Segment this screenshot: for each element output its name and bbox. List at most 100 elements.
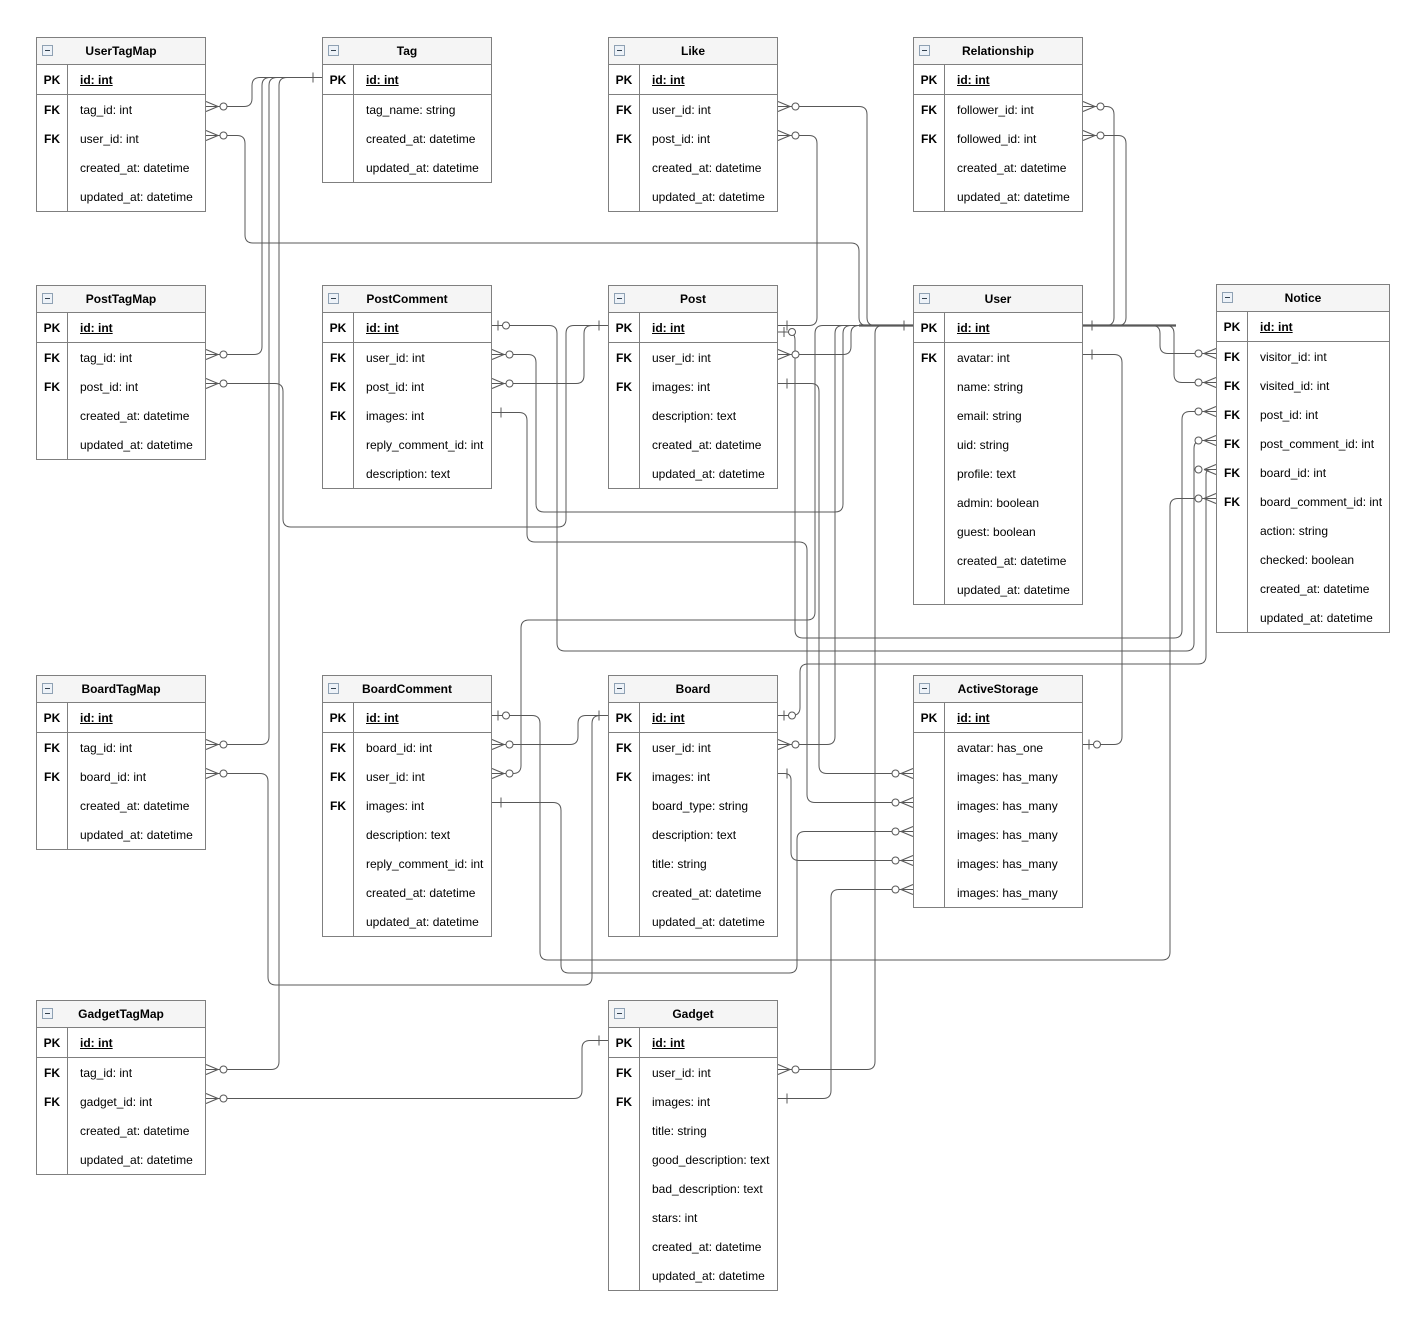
field-row[interactable]: name: string — [914, 372, 1082, 401]
field-row[interactable]: created_at: datetime — [914, 546, 1082, 575]
table-header[interactable]: Relationship — [914, 38, 1082, 65]
field-row[interactable]: created_at: datetime — [37, 153, 205, 182]
collapse-icon[interactable] — [42, 293, 53, 304]
field-row[interactable]: updated_at: datetime — [323, 153, 491, 182]
connector-postcomment-images--activestorage-images_2[interactable] — [492, 412, 913, 803]
field-row[interactable]: created_at: datetime — [323, 124, 491, 153]
field-row[interactable]: reply_comment_id: int — [323, 849, 491, 878]
table-header[interactable]: Like — [609, 38, 777, 65]
collapse-icon[interactable] — [614, 683, 625, 694]
field-row[interactable]: bad_description: text — [609, 1174, 777, 1203]
connector-boardcomment-id--notice-board_comment_id[interactable] — [492, 498, 1216, 961]
collapse-icon[interactable] — [1222, 292, 1233, 303]
field-row[interactable]: description: text — [323, 820, 491, 849]
collapse-icon[interactable] — [42, 1008, 53, 1019]
field-row[interactable]: profile: text — [914, 459, 1082, 488]
collapse-icon[interactable] — [328, 683, 339, 694]
field-row[interactable]: tag_name: string — [323, 95, 491, 124]
collapse-icon[interactable] — [614, 1008, 625, 1019]
table-header[interactable]: BoardTagMap — [37, 676, 205, 703]
field-row[interactable]: images: has_many — [914, 791, 1082, 820]
collapse-icon[interactable] — [614, 45, 625, 56]
collapse-icon[interactable] — [328, 45, 339, 56]
field-row[interactable]: updated_at: datetime — [323, 907, 491, 936]
connector-user-avatar--activestorage-avatar[interactable] — [1083, 354, 1123, 745]
field-row[interactable]: title: string — [609, 849, 777, 878]
field-row[interactable]: reply_comment_id: int — [323, 430, 491, 459]
field-row[interactable]: updated_at: datetime — [914, 182, 1082, 211]
field-row[interactable]: description: text — [609, 401, 777, 430]
connector-gadgettagmap-tag_id--tag-id[interactable] — [206, 77, 322, 1070]
field-row[interactable]: created_at: datetime — [609, 153, 777, 182]
field-row[interactable]: updated_at: datetime — [609, 1261, 777, 1290]
field-row[interactable]: updated_at: datetime — [37, 182, 205, 211]
field-row[interactable]: created_at: datetime — [323, 878, 491, 907]
field-row[interactable]: title: string — [609, 1116, 777, 1145]
table-header[interactable]: ActiveStorage — [914, 676, 1082, 703]
field-row[interactable]: updated_at: datetime — [914, 575, 1082, 604]
table-header[interactable]: Tag — [323, 38, 491, 65]
connector-gadgettagmap-gadget_id--gadget-id[interactable] — [206, 1040, 608, 1099]
field-row[interactable]: description: text — [323, 459, 491, 488]
field-row[interactable]: updated_at: datetime — [1217, 603, 1389, 632]
table-header[interactable]: BoardComment — [323, 676, 491, 703]
field-row[interactable]: created_at: datetime — [37, 791, 205, 820]
field-row[interactable]: board_type: string — [609, 791, 777, 820]
connector-like-post_id--post-id[interactable] — [778, 135, 818, 326]
field-row[interactable]: updated_at: datetime — [609, 182, 777, 211]
field-row[interactable]: created_at: datetime — [914, 153, 1082, 182]
collapse-icon[interactable] — [919, 293, 930, 304]
field-row[interactable]: images: has_many — [914, 762, 1082, 791]
field-row[interactable]: stars: int — [609, 1203, 777, 1232]
field-row[interactable]: updated_at: datetime — [37, 1145, 205, 1174]
field-row[interactable]: images: has_many — [914, 849, 1082, 878]
field-row[interactable]: uid: string — [914, 430, 1082, 459]
connector-postcomment-user_id--user-id[interactable] — [492, 325, 913, 513]
connector-posttagmap-tag_id--tag-id[interactable] — [206, 77, 322, 355]
field-row[interactable]: created_at: datetime — [609, 878, 777, 907]
field-row[interactable]: images: has_many — [914, 878, 1082, 907]
collapse-icon[interactable] — [42, 45, 53, 56]
field-row[interactable]: created_at: datetime — [1217, 574, 1389, 603]
table-header[interactable]: Post — [609, 286, 777, 313]
field-row[interactable]: created_at: datetime — [609, 1232, 777, 1261]
connector-boardtagmap-board_id--board-id[interactable] — [206, 715, 608, 986]
table-header[interactable]: PostComment — [323, 286, 491, 313]
table-header[interactable]: GadgetTagMap — [37, 1001, 205, 1028]
field-row[interactable]: guest: boolean — [914, 517, 1082, 546]
field-row[interactable]: created_at: datetime — [37, 401, 205, 430]
field-row[interactable]: good_description: text — [609, 1145, 777, 1174]
